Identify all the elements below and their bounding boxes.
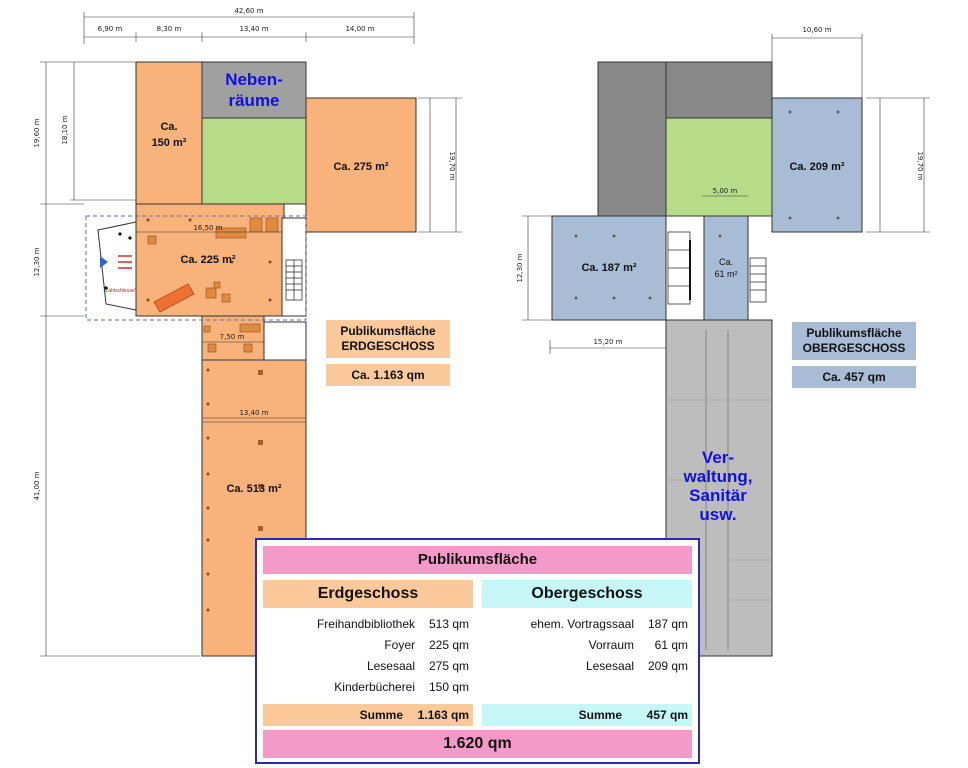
- label-room-225: Ca. 225 m²: [180, 254, 235, 266]
- og-verwaltung: [665, 319, 773, 657]
- dim-og-15-20: 15,20 m: [593, 338, 622, 346]
- dim-left-19-60: 19,60 m: [33, 118, 41, 147]
- og-label-box: Publikumsfläche OBERGESCHOSS: [792, 322, 916, 360]
- og-total-box: Ca. 457 qm: [792, 366, 916, 388]
- label-nebenraeume-a: Neben-: [225, 70, 283, 89]
- eg-label-box: Publikumsfläche ERDGESCHOSS: [326, 320, 450, 358]
- eg-total: Ca. 1.163 qm: [351, 368, 425, 382]
- og-row-vorraum: Vorraum 61 qm: [588, 638, 688, 652]
- og-room-187: [551, 215, 667, 321]
- dim-og-left-12-30: 12,30 m: [516, 253, 524, 282]
- label-og-room-61-b: 61 m²: [714, 269, 737, 279]
- og-dark-block-left: [597, 61, 667, 217]
- label-room-513: Ca. 513 m²: [226, 483, 281, 495]
- label-nebenraeume-b: räume: [228, 91, 279, 110]
- room-150: [135, 61, 203, 205]
- dim-inner-16-50: 16,50 m: [193, 224, 222, 232]
- room-nebenraeume: [201, 61, 307, 119]
- entrance-wall: [97, 221, 137, 311]
- eg-stairs: [285, 259, 303, 301]
- dim-top-seg-2: 8,30 m: [157, 25, 182, 33]
- og-total: Ca. 457 qm: [822, 370, 886, 384]
- eg-label-line2: ERDGESCHOSS: [341, 339, 435, 353]
- summary-panel: Publikumsfläche Erdgeschoss Obergeschoss…: [255, 538, 700, 764]
- label-room-275: Ca. 275 m²: [333, 161, 388, 173]
- room-green: [201, 117, 307, 205]
- dim-left-18-10: 18,10 m: [61, 115, 69, 144]
- dim-top-total: 42,60 m: [234, 7, 263, 15]
- room-275: [305, 97, 417, 233]
- label-verwaltung-3: Sanitär: [689, 486, 747, 505]
- label-zahlschleuse: „Zahlschleuse“: [104, 288, 137, 294]
- og-left-dimensions: 12,30 m 15,20 m: [516, 215, 666, 354]
- eg-row-lesesaal: Lesesaal 275 qm: [366, 659, 469, 673]
- eg-right-dimensions: 19,70 m: [418, 97, 462, 233]
- dim-left-12-30: 12,30 m: [33, 247, 41, 276]
- eg-label-line1: Publikumsfläche: [340, 324, 436, 338]
- label-verwaltung-4: usw.: [699, 505, 736, 524]
- og-columns: [574, 110, 840, 300]
- eg-sum-row: Summe 1.163 qm: [263, 704, 473, 726]
- eg-inner-dimensions: 16,50 m 7,50 m 13,40 m: [136, 224, 306, 419]
- label-verwaltung-2: waltung,: [683, 467, 753, 486]
- dim-og-top-10-60: 10,60 m: [802, 26, 831, 34]
- eg-left-dimensions: 19,60 m 18,10 m 12,30 m 41,00 m: [33, 61, 200, 657]
- og-inner-dimension: 5,00 m: [702, 187, 748, 197]
- dim-top-seg-1: 6,90 m: [98, 25, 123, 33]
- og-row-vortragssaal: ehem. Vortragssaal 187 qm: [530, 617, 688, 631]
- og-top-dimensions: 10,60 m: [771, 26, 863, 98]
- dim-og-5-00: 5,00 m: [713, 187, 738, 195]
- eg-row-kinder: Kinderbücherei 150 qm: [334, 680, 469, 694]
- entrance-outline: [85, 215, 307, 321]
- label-room-150-a: Ca.: [160, 121, 177, 133]
- foyer-link: [201, 315, 265, 361]
- og-right-dimensions: 19,70 m: [866, 97, 930, 233]
- dim-og-right-19-70: 19,70 m: [916, 151, 924, 180]
- dim-right-19-70: 19,70 m: [448, 151, 456, 180]
- eg-row-freihand: Freihandbibliothek 513 qm: [316, 617, 469, 631]
- og-label-line1: Publikumsfläche: [806, 326, 902, 340]
- label-verwaltung-1: Ver-: [702, 448, 734, 467]
- label-og-room-61-a: Ca.: [719, 257, 733, 267]
- foyer-furniture: [147, 217, 279, 353]
- entrance-arrow-icon: [100, 256, 108, 268]
- og-room-61: [703, 215, 749, 321]
- summary-title: Publikumsfläche: [263, 546, 692, 574]
- og-dark-block-top: [665, 61, 773, 119]
- label-og-room-187: Ca. 187 m²: [581, 262, 636, 274]
- dim-top-seg-3: 13,40 m: [239, 25, 268, 33]
- dim-inner-7-50: 7,50 m: [220, 333, 245, 341]
- og-row-lesesaal: Lesesaal 209 qm: [585, 659, 688, 673]
- eg-heading: Erdgeschoss: [263, 580, 473, 608]
- eg-top-dimensions: 42,60 m 6,90 m 8,30 m 13,40 m 14,00 m: [83, 7, 415, 44]
- og-walls-internal: [666, 240, 772, 650]
- eg-row-foyer: Foyer 225 qm: [384, 638, 469, 652]
- entrance-turnstiles: [118, 255, 132, 269]
- entrance-dots: [104, 232, 132, 290]
- eg-columns: [146, 218, 272, 612]
- dim-top-seg-4: 14,00 m: [345, 25, 374, 33]
- og-room-209: [771, 97, 863, 233]
- dim-left-41-00: 41,00 m: [33, 471, 41, 500]
- og-green: [665, 117, 773, 217]
- og-heading: Obergeschoss: [482, 580, 692, 608]
- eg-total-box: Ca. 1.163 qm: [326, 364, 450, 386]
- og-label-line2: OBERGESCHOSS: [802, 341, 906, 355]
- grand-total: 1.620 qm: [263, 730, 692, 758]
- small-white-room: [263, 321, 307, 361]
- label-og-room-209: Ca. 209 m²: [789, 161, 844, 173]
- dim-inner-13-40: 13,40 m: [239, 409, 268, 417]
- label-room-150-b: 150 m²: [152, 137, 187, 149]
- og-sum-row: Summe 457 qm: [482, 704, 692, 726]
